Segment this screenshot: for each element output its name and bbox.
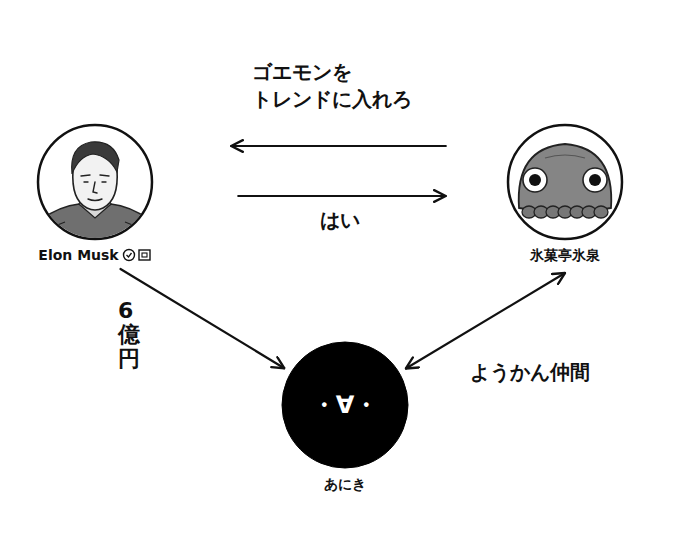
creature-sketch	[519, 144, 612, 218]
edge-label: 6億円	[116, 298, 142, 373]
name-row: 氷菓亭氷泉	[480, 247, 650, 265]
portrait-sketch	[36, 142, 154, 241]
arrow-connector	[121, 269, 285, 368]
aniki-node: ・∀・あにき	[260, 340, 430, 494]
edge-label: はい	[318, 206, 362, 235]
node-name: 氷菓亭氷泉	[530, 247, 600, 265]
name-row: Elon Musk	[10, 247, 180, 263]
node-name: あにき	[324, 476, 366, 494]
badge-icons	[122, 248, 152, 262]
edge-label: ゴエモンを トレンドに入れろ	[250, 58, 444, 114]
circle-shape	[36, 123, 154, 241]
musk-node: Elon Musk	[10, 123, 180, 263]
name-row: あにき	[260, 476, 430, 494]
creature-node: 氷菓亭氷泉	[480, 123, 650, 265]
arrow-connector	[231, 145, 446, 147]
node-name: Elon Musk	[38, 247, 118, 263]
face-text: ・∀・	[260, 389, 430, 421]
arrow-connector	[238, 195, 445, 197]
edge-label: ようかん仲間	[468, 358, 554, 387]
arrow-connector	[406, 273, 565, 368]
circle-shape	[506, 123, 624, 241]
avatar-circle	[508, 125, 622, 239]
